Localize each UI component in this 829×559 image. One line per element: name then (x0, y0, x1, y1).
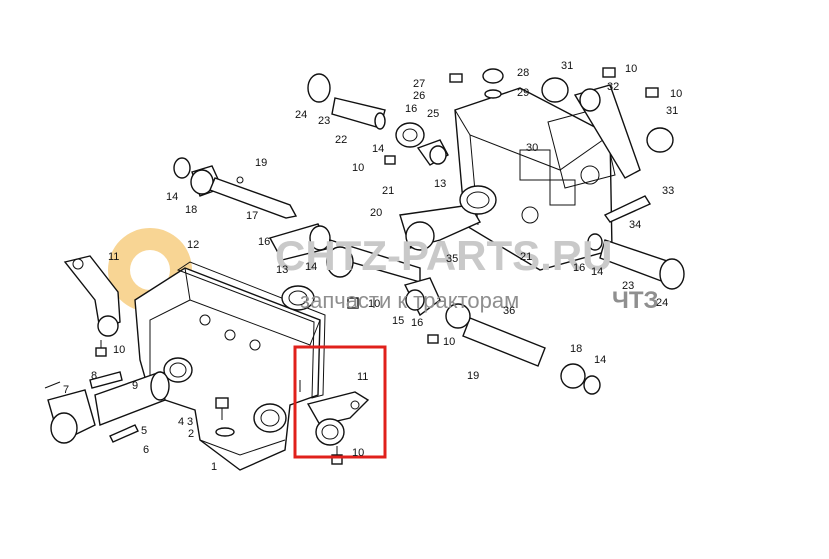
shaft-part-16 (268, 223, 332, 261)
callout-10: 10 (368, 298, 380, 310)
callout-8: 8 (91, 370, 97, 382)
callout-10: 10 (352, 447, 364, 459)
callout-14: 14 (372, 143, 384, 155)
callout-30: 30 (526, 142, 538, 154)
bolt-part-10-right (602, 67, 659, 98)
bolt-part-10 (95, 340, 107, 357)
callout-27: 27 (413, 78, 425, 90)
callout-18: 18 (570, 343, 582, 355)
callout-21: 21 (520, 251, 532, 263)
callout-29: 29 (517, 87, 529, 99)
callout-10: 10 (113, 344, 125, 356)
callout-19: 19 (255, 157, 267, 169)
gasket-part-26 (547, 107, 616, 189)
watermark-tagline: запчасти к тракторам (300, 288, 519, 313)
bushing-part-31 (541, 77, 674, 153)
callout-20: 20 (370, 207, 382, 219)
callout-16: 16 (405, 103, 417, 115)
callout-10: 10 (670, 88, 682, 100)
callout-25: 25 (427, 108, 439, 120)
callout-24: 24 (295, 109, 307, 121)
callout-21: 21 (382, 185, 394, 197)
callout-23: 23 (622, 280, 634, 292)
watermark-brand: CHTZ-PARTS.RU (275, 232, 613, 279)
watermark-mark: ЧТЗ (612, 287, 659, 314)
bolt-part-33 (603, 195, 652, 223)
bolt-part-27 (449, 73, 463, 83)
fork-part-20 (399, 204, 481, 251)
callout-2: 2 (188, 428, 194, 440)
callout-19: 19 (467, 370, 479, 382)
callout-11: 11 (357, 371, 368, 383)
callout-14: 14 (166, 191, 178, 203)
highlight-box[interactable] (293, 345, 387, 459)
callout-5: 5 (141, 425, 147, 437)
callout-14: 14 (305, 261, 317, 273)
bolt-part-10-mid (347, 297, 359, 309)
bushing-part-13 (281, 285, 315, 311)
callout-13: 13 (434, 178, 446, 190)
shaft-part-36 (445, 303, 601, 395)
callout-17: 17 (246, 210, 258, 222)
callout-31: 31 (561, 60, 573, 72)
callout-14: 14 (594, 354, 606, 366)
callout-26: 26 (413, 90, 425, 102)
callout-12: 12 (187, 239, 199, 251)
lever-part-15 (403, 277, 441, 317)
bolt-part-3 (215, 397, 235, 437)
callout-36: 36 (503, 305, 515, 317)
callout-1: 1 (211, 461, 217, 473)
callout-4: 4 (178, 416, 184, 428)
gasket-part-12 (176, 261, 326, 399)
callout-22: 22 (335, 134, 347, 146)
callout-18: 18 (185, 204, 197, 216)
callout-10: 10 (443, 336, 455, 348)
gear-shaft-part-35 (326, 239, 421, 283)
bushing-part-16-right (395, 122, 425, 148)
lever-part-11 (299, 380, 370, 446)
pin-part-17 (209, 176, 298, 219)
housing-part-1 (134, 267, 321, 471)
callout-24: 24 (656, 297, 668, 309)
callout-32: 32 (607, 81, 619, 93)
callout-14: 14 (591, 266, 603, 278)
callout-16: 16 (411, 317, 423, 329)
callout-6: 6 (143, 444, 149, 456)
callout-13: 13 (276, 264, 288, 276)
bolt-part-10-highlighted (331, 446, 343, 465)
washer-part-34 (587, 233, 603, 251)
lever-part-21 (416, 139, 449, 166)
callout-31: 31 (666, 105, 678, 117)
callout-35: 35 (446, 253, 458, 265)
callout-10: 10 (352, 162, 364, 174)
bolt-part-10-top (384, 155, 396, 165)
callout-10: 10 (625, 63, 637, 75)
callout-9: 9 (132, 380, 138, 392)
callout-28: 28 (517, 67, 529, 79)
callout-16: 16 (258, 236, 270, 248)
callout-34: 34 (629, 219, 641, 231)
shaft-part-23-top (307, 73, 386, 130)
callout-3: 3 (187, 416, 193, 428)
shaft-part-23-right (599, 239, 685, 290)
plug-part-28 (482, 68, 504, 99)
callout-7: 7 (63, 384, 69, 396)
callout-15: 15 (392, 315, 404, 327)
lever-assembly-left (44, 255, 170, 444)
callout-33: 33 (662, 185, 674, 197)
lever-part-32 (573, 84, 641, 179)
callout-23: 23 (318, 115, 330, 127)
callout-11: 11 (108, 251, 119, 263)
callout-16: 16 (573, 262, 585, 274)
bolt-part-10-bottom (427, 334, 439, 344)
bushing-part-13-right (459, 185, 497, 215)
